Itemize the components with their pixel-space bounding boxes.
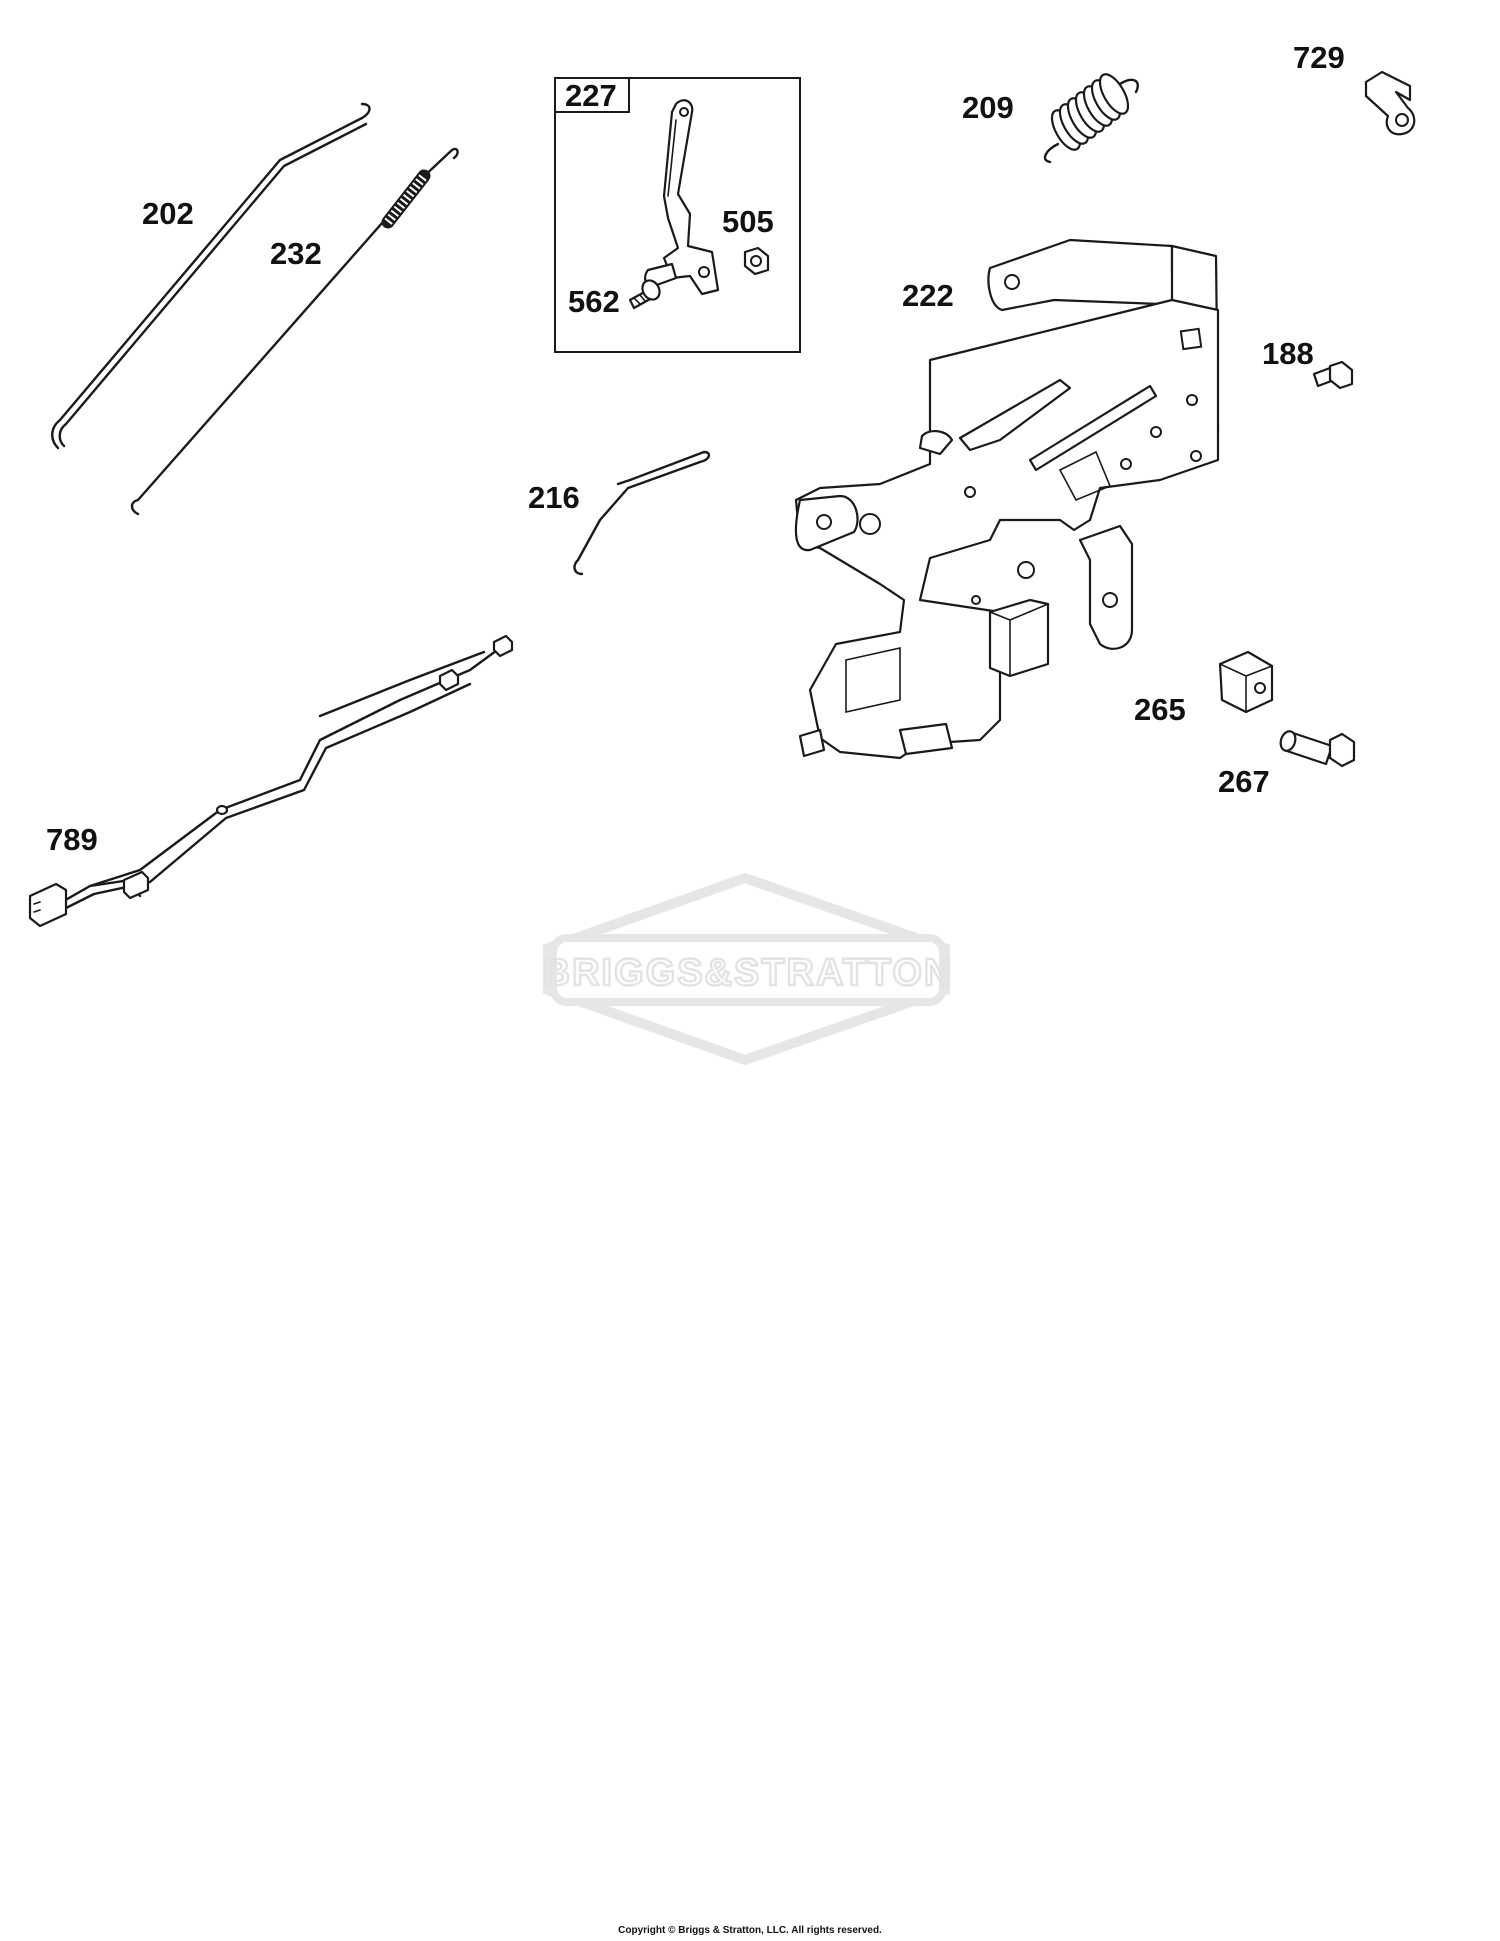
callout-209: 209 [962, 90, 1014, 125]
callout-267: 267 [1218, 764, 1270, 799]
part-505-nut[interactable] [743, 246, 770, 276]
part-265-clip[interactable] [1218, 650, 1274, 714]
part-232-spring-link[interactable] [130, 147, 459, 516]
part-216-link-rod[interactable] [573, 450, 711, 576]
part-202-rod[interactable] [51, 102, 371, 450]
callout-265: 265 [1134, 692, 1186, 727]
watermark-brand-text: BRIGGS&STRATTON [543, 952, 954, 994]
part-209-spring[interactable] [1043, 70, 1139, 164]
callout-222: 222 [902, 278, 954, 313]
briggs-stratton-watermark: BRIGGS&STRATTON ® [541, 872, 954, 1066]
watermark-registered-mark: ® [868, 1011, 876, 1023]
callout-227: 227 [565, 78, 617, 113]
part-188-screw[interactable] [1312, 360, 1354, 390]
part-789-wire-harness[interactable] [28, 634, 514, 928]
callout-188: 188 [1262, 336, 1314, 371]
callout-789: 789 [46, 822, 98, 857]
kit-227-box [554, 77, 801, 353]
copyright-notice: Copyright © Briggs & Stratton, LLC. All … [618, 1925, 882, 1936]
callout-202: 202 [142, 196, 194, 231]
part-267-bolt[interactable] [1278, 729, 1356, 768]
part-729-bracket[interactable] [1364, 70, 1416, 136]
callout-562: 562 [568, 284, 620, 319]
callout-232: 232 [270, 236, 322, 271]
callout-729: 729 [1293, 40, 1345, 75]
part-562-screw[interactable] [628, 277, 663, 310]
part-227-control-lever[interactable] [644, 99, 720, 296]
callout-505: 505 [722, 204, 774, 239]
callout-216: 216 [528, 480, 580, 515]
part-222-control-bracket[interactable] [794, 238, 1220, 760]
